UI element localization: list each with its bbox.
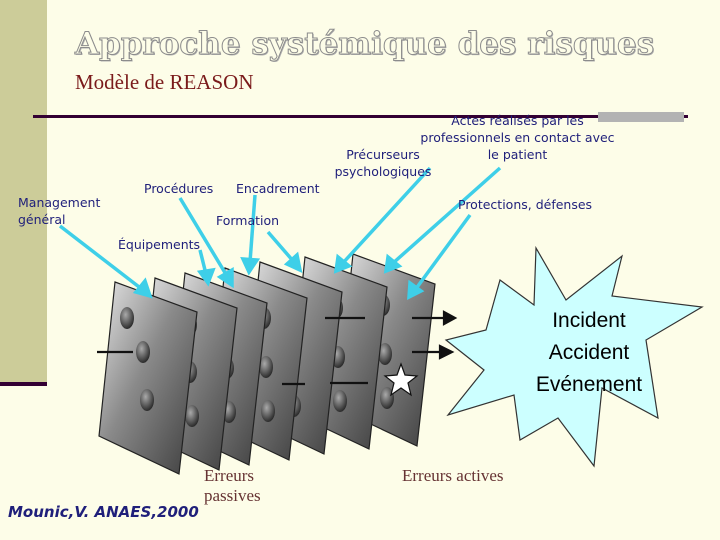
label-erreurs-passives: Erreurs passives bbox=[204, 466, 261, 506]
label-equipements: Équipements bbox=[118, 236, 200, 253]
label-actes-line1: Actes réalisés par les bbox=[410, 112, 625, 129]
label-actes-line3: le patient bbox=[410, 146, 625, 163]
label-management: Management général bbox=[18, 194, 100, 228]
label-management-line2: général bbox=[18, 211, 100, 228]
label-erreurs-passives-line1: Erreurs bbox=[204, 466, 261, 486]
outcome-incident: Incident bbox=[530, 305, 648, 337]
label-actes-line2: professionnels en contact avec bbox=[410, 129, 625, 146]
label-precurseurs-line2: psychologiques bbox=[328, 163, 438, 180]
label-formation: Formation bbox=[216, 212, 279, 229]
label-erreurs-actives: Erreurs actives bbox=[402, 466, 503, 486]
label-erreurs-passives-line2: passives bbox=[204, 486, 261, 506]
label-encadrement: Encadrement bbox=[236, 180, 320, 197]
label-management-line1: Management bbox=[18, 194, 100, 211]
defense-layer-1 bbox=[99, 282, 197, 474]
label-actes: Actes réalisés par les professionnels en… bbox=[410, 112, 625, 163]
outcome-list: Incident Accident Evénement bbox=[530, 305, 648, 401]
label-protections: Protections, défenses bbox=[458, 196, 592, 213]
label-procedures: Procédures bbox=[144, 180, 213, 197]
outcome-evenement: Evénement bbox=[530, 369, 648, 401]
outcome-accident: Accident bbox=[530, 337, 648, 369]
source-credit: Mounic,V. ANAES,2000 bbox=[8, 503, 199, 521]
